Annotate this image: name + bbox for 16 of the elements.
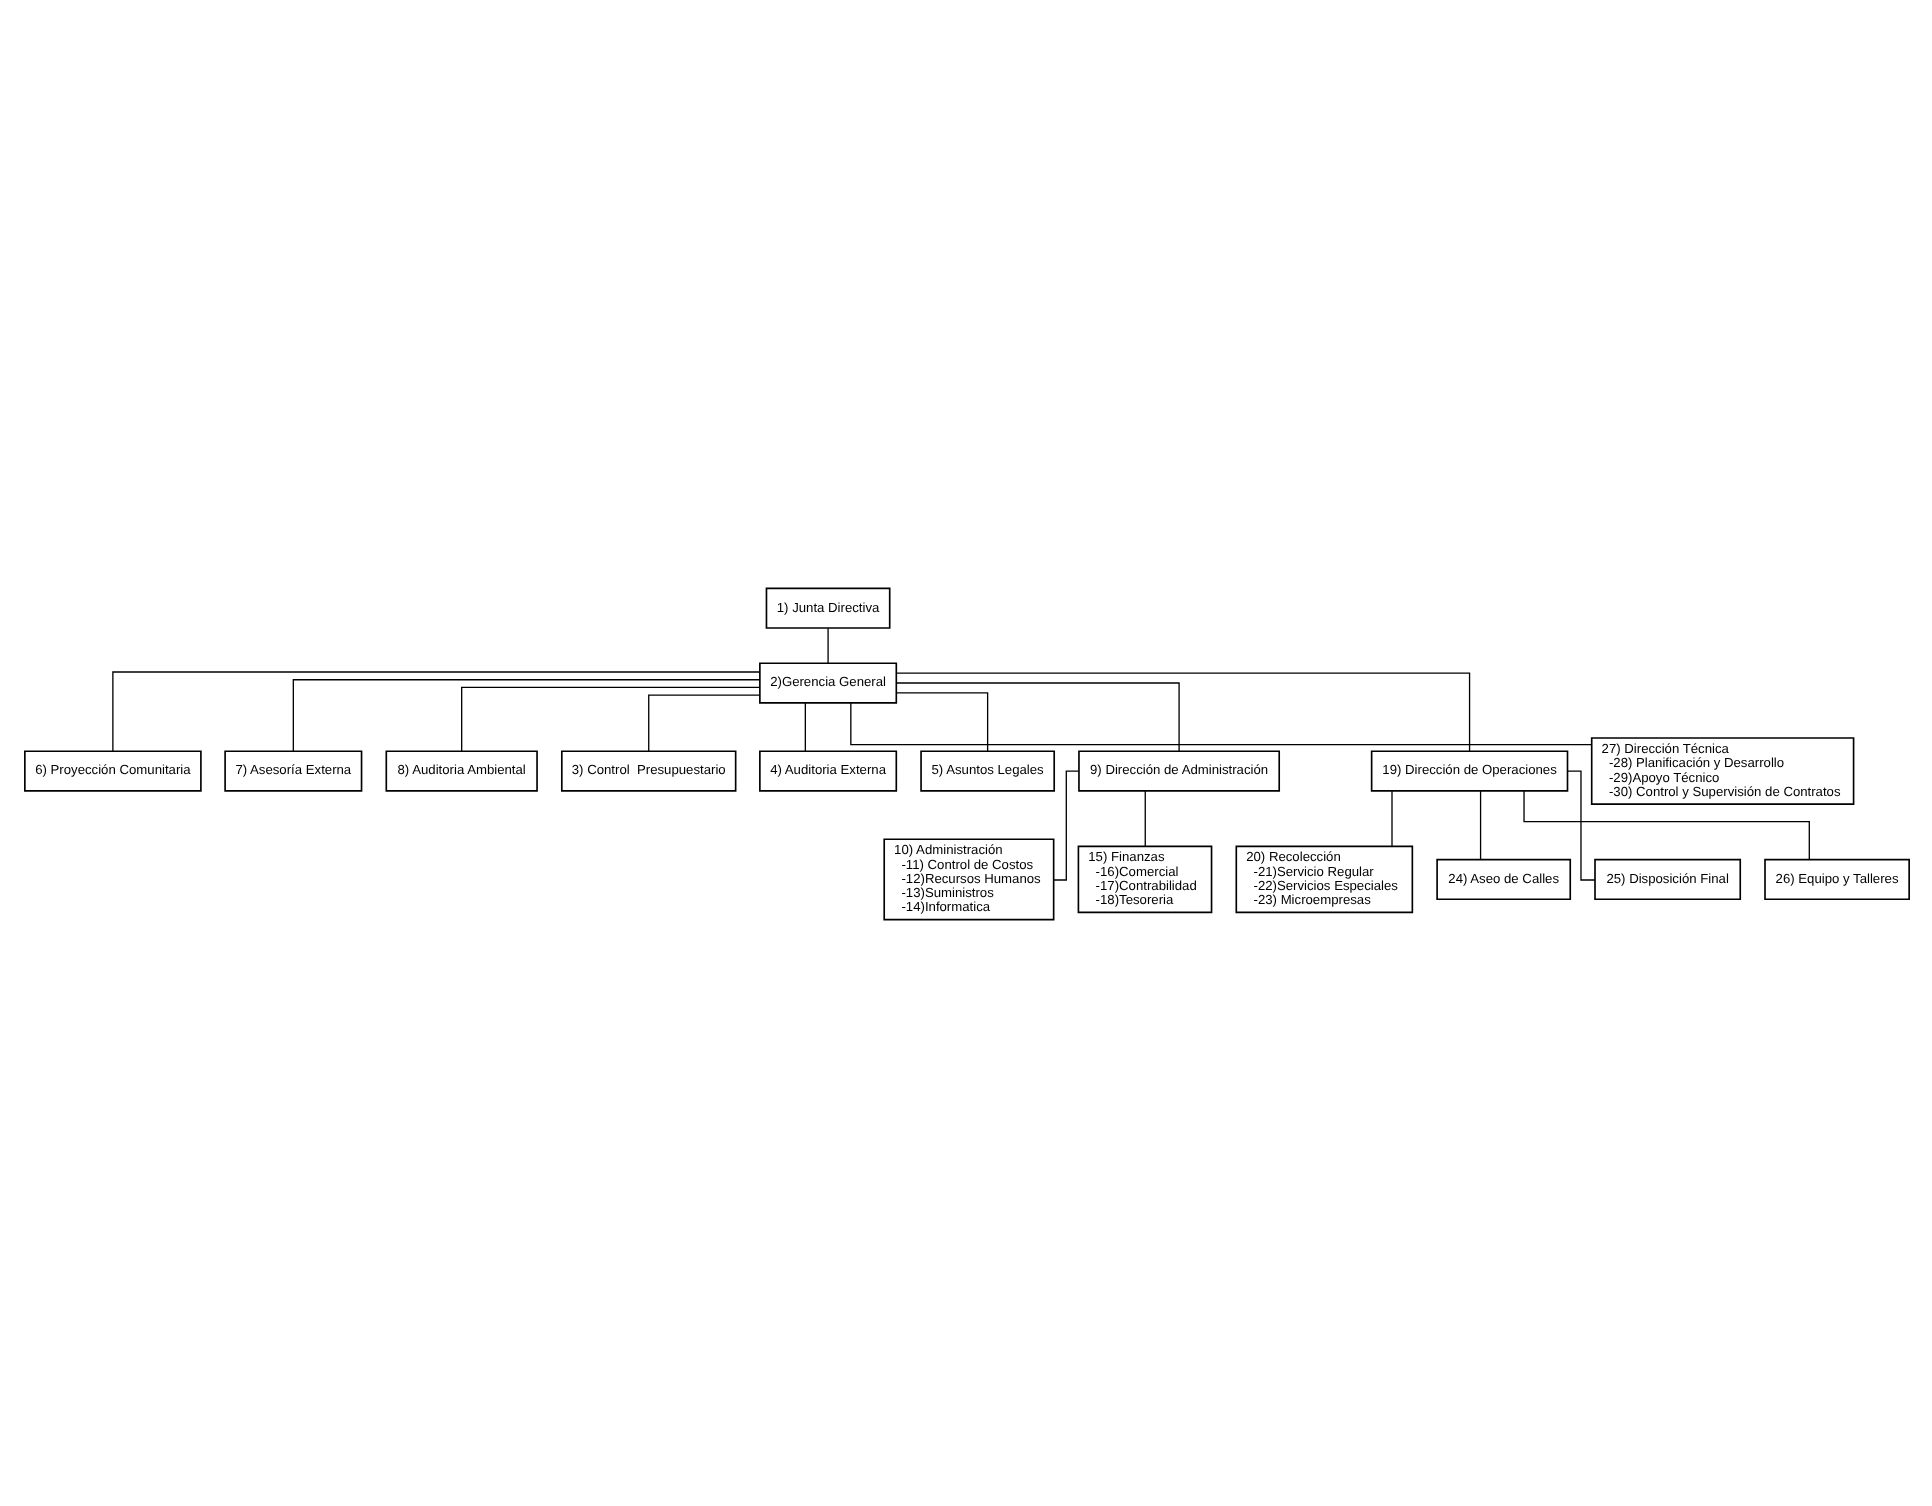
- connector: [1478, 789, 1481, 859]
- connector: [894, 681, 1179, 751]
- connector: [1052, 769, 1079, 880]
- connector: [111, 670, 760, 751]
- connector: [291, 678, 760, 751]
- connector: [1522, 789, 1809, 860]
- connector: [647, 693, 760, 751]
- connector: [849, 701, 1592, 745]
- connector: [1566, 769, 1595, 880]
- connector: [1143, 789, 1145, 846]
- connector: [1390, 789, 1392, 846]
- connector: [895, 691, 988, 751]
- connector: [803, 701, 805, 751]
- connector: [894, 671, 1470, 751]
- connector: [826, 626, 828, 663]
- connector: [460, 685, 760, 751]
